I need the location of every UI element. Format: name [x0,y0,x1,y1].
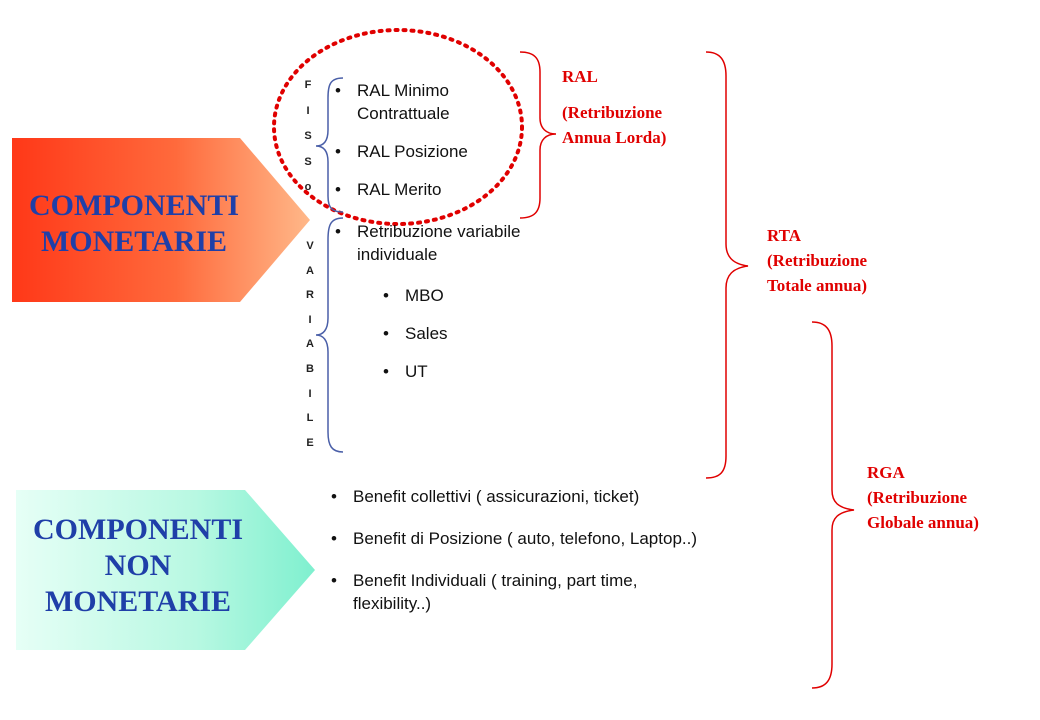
variabile-letter: L [306,412,314,425]
non-monetary-label-line3: MONETARIE [44,585,232,618]
variable-subitems-list: MBO Sales UT [383,284,503,383]
rta-title: RTA [767,226,802,245]
fisso-vertical-label: F I S S o [302,73,314,201]
variable-items-list: Retribuzione variabile individuale [335,220,565,266]
variable-subitem: Sales [383,322,503,345]
rta-line1: (Retribuzione [767,251,868,270]
fisso-brace [315,77,344,213]
rga-line2: Globale annua) [867,513,979,532]
variabile-letter: A [306,338,314,351]
rga-brace [811,321,855,689]
ral-brace [519,51,557,219]
fixed-item: RAL Merito [335,178,515,201]
fisso-letter: o [304,181,312,193]
monetary-label-line2: MONETARIE [40,225,228,258]
variabile-letter: A [306,264,314,277]
non-monetary-label: COMPONENTI NON MONETARIE [18,512,258,620]
benefit-item: Benefit Individuali ( training, part tim… [331,569,706,615]
variabile-letter: I [308,387,312,400]
variabile-letter: R [306,289,314,302]
rta-brace [705,51,749,479]
fisso-letter: S [304,155,312,168]
variabile-letter: B [306,362,314,375]
monetary-chevron [12,138,310,302]
ral-title: RAL [562,67,598,86]
monetary-label-line1: COMPONENTI [29,189,239,222]
rta-label: RTA (Retribuzione Totale annua) [767,223,867,298]
non-monetary-label-line2: NON [104,549,172,582]
variabile-vertical-label: V A R I A B I L E [304,234,316,455]
rga-title: RGA [867,463,905,482]
variabile-brace [315,217,344,453]
rga-label: RGA (Retribuzione Globale annua) [867,460,979,535]
benefit-item: Benefit di Posizione ( auto, telefono, L… [331,527,706,550]
variable-item: Retribuzione variabile individuale [335,220,565,266]
variable-subitem: MBO [383,284,503,307]
rga-line1: (Retribuzione [867,488,968,507]
benefit-item: Benefit collettivi ( assicurazioni, tick… [331,485,706,508]
non-monetary-items-list: Benefit collettivi ( assicurazioni, tick… [331,485,706,615]
variable-subitem: UT [383,360,503,383]
ral-label: RAL (Retribuzione Annua Lorda) [562,64,666,150]
variabile-letter: V [306,240,314,252]
non-monetary-chevron [16,490,315,650]
non-monetary-label-line1: COMPONENTI [33,513,243,546]
fixed-item: RAL Posizione [335,140,515,163]
fixed-item: RAL Minimo Contrattuale [335,79,515,125]
ral-line2: Annua Lorda) [562,128,667,147]
fixed-items-list: RAL Minimo Contrattuale RAL Posizione RA… [335,79,515,201]
fisso-letter: F [304,79,312,91]
variabile-letter: I [308,313,312,326]
rta-line2: Totale annua) [767,276,867,295]
ral-line1: (Retribuzione [562,103,663,122]
monetary-label: COMPONENTI MONETARIE [14,188,254,260]
fisso-letter: S [304,130,312,142]
fisso-letter: I [306,104,310,117]
variabile-letter: E [306,436,314,449]
